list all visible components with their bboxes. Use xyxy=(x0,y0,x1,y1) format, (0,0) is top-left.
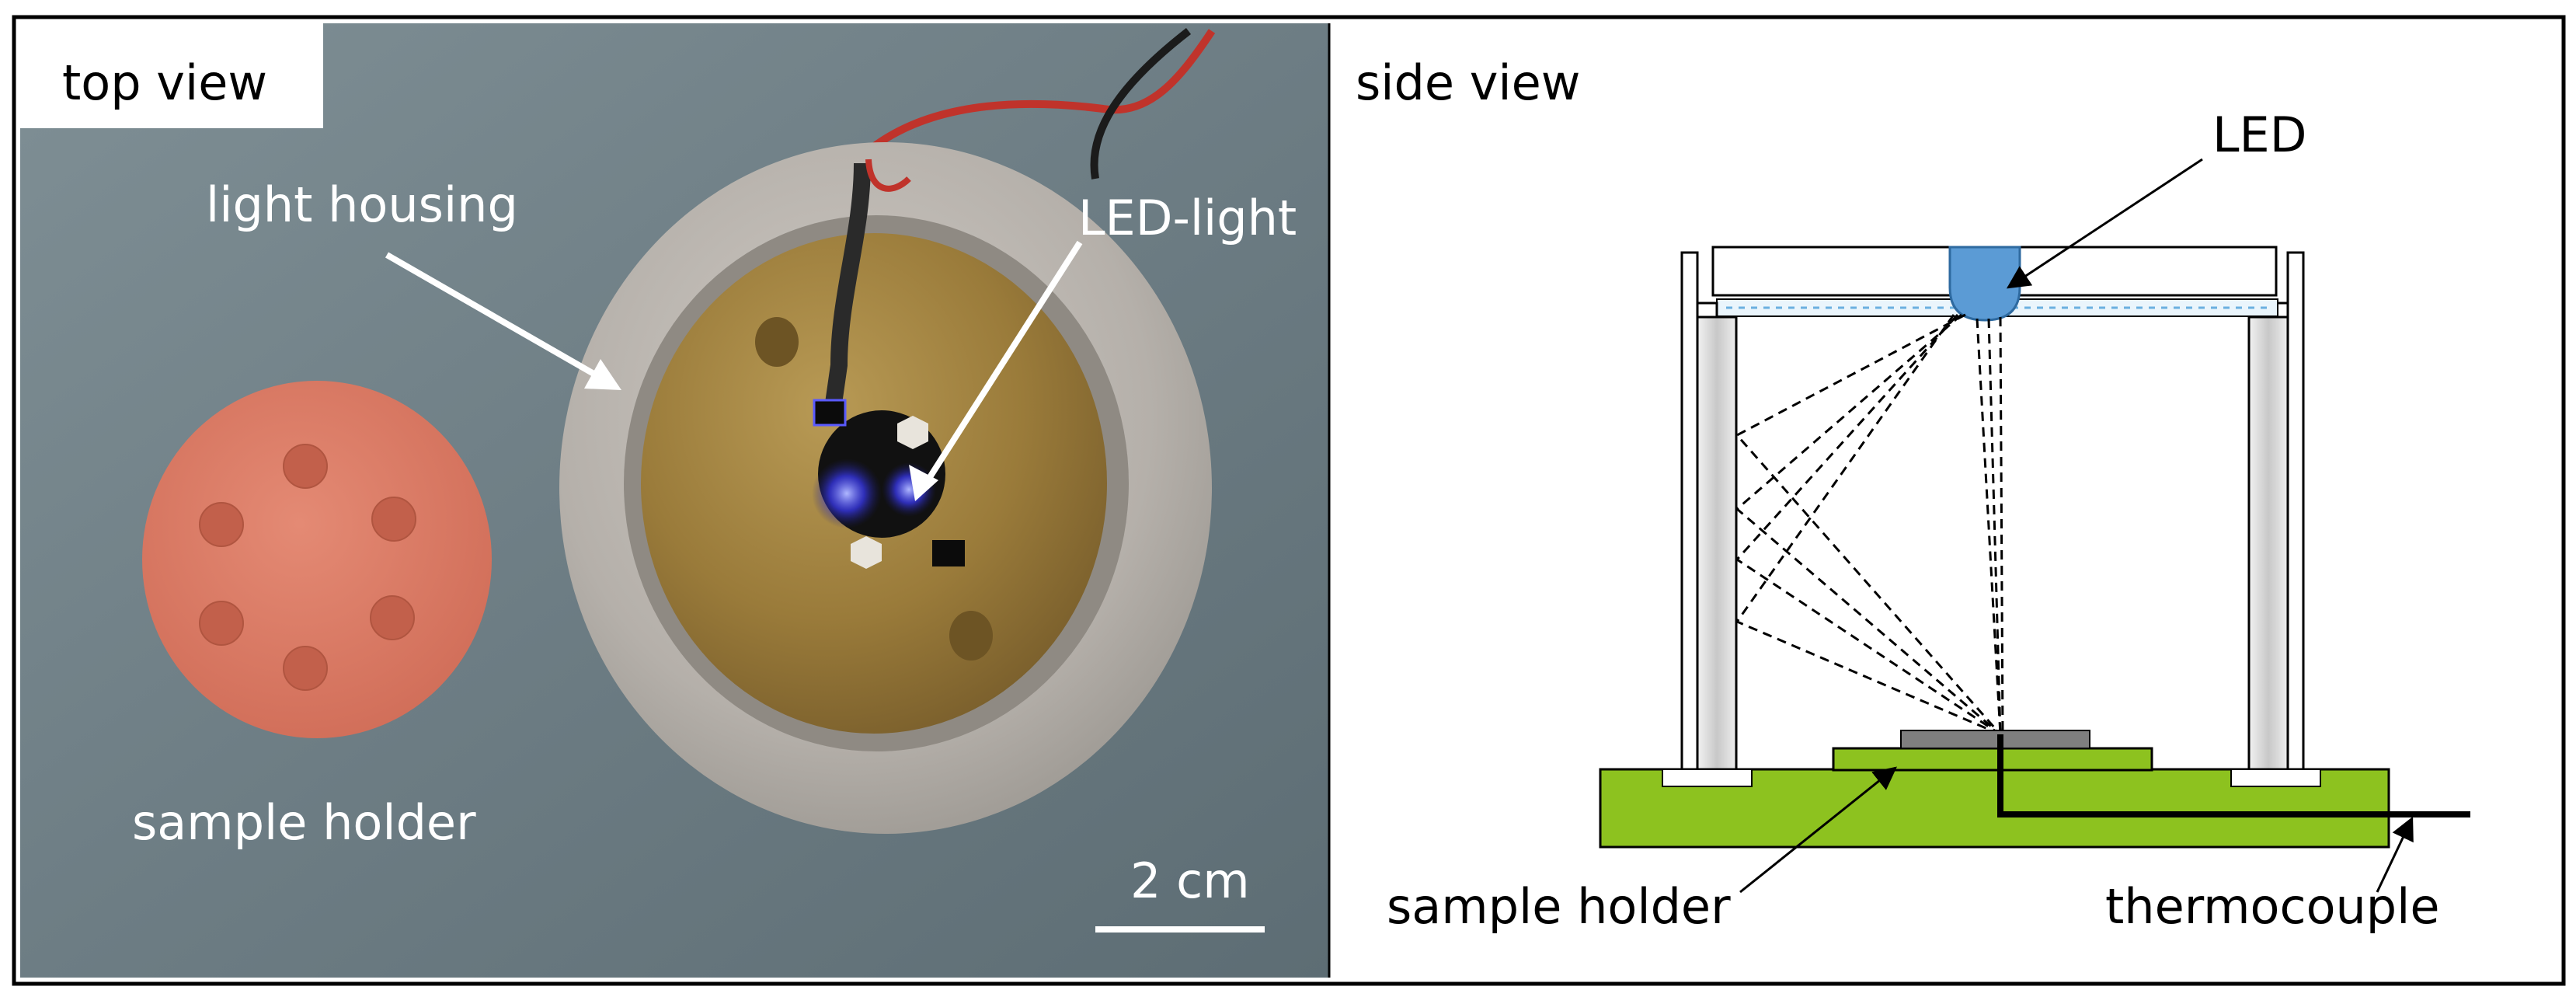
arrow-led-light xyxy=(921,240,1083,488)
label-sample-holder-top: sample holder xyxy=(132,794,476,851)
mount-hole-top xyxy=(755,317,799,367)
light-ray xyxy=(1976,318,2002,735)
sample-well xyxy=(370,595,415,640)
led-dome xyxy=(1948,246,2021,322)
sample-well xyxy=(283,444,328,489)
red-cable xyxy=(851,29,1216,166)
thermocouple-wire xyxy=(1997,734,2470,817)
light-ray xyxy=(1735,313,2001,736)
light-ray xyxy=(1735,314,2001,736)
label-scale-bar: 2 cm xyxy=(1130,852,1250,909)
led-standoff-top xyxy=(897,416,928,449)
base-slot-right xyxy=(2230,769,2321,787)
label-thermocouple: thermocouple xyxy=(2105,878,2440,935)
led-wire-red xyxy=(865,159,911,192)
housing-wall-left xyxy=(1680,251,1699,790)
sample-well xyxy=(199,502,244,547)
label-led-light: LED-light xyxy=(1078,190,1297,246)
arrow-light-housing-head xyxy=(584,359,621,390)
led-glow xyxy=(812,458,882,528)
mount-hole-bottom xyxy=(949,611,993,661)
side-view-title: side view xyxy=(1356,54,1581,111)
light-ray xyxy=(1999,316,2004,735)
black-cable xyxy=(1090,28,1192,180)
light-rays xyxy=(1735,313,2004,736)
light-ray xyxy=(1987,318,2002,735)
sample-wells xyxy=(199,444,416,691)
top-view-title-box xyxy=(20,23,323,128)
top-view-panel: top view light housing LED-light sample … xyxy=(20,23,1329,978)
side-view-panel: side view xyxy=(1356,54,2470,935)
light-ray xyxy=(1735,313,2002,735)
led-connector-right xyxy=(932,540,965,566)
arrow-sample-holder xyxy=(1739,766,1897,894)
light-ray xyxy=(1735,313,2001,736)
sample-well xyxy=(371,497,416,542)
pillar-right xyxy=(2247,315,2289,785)
sample-well xyxy=(199,601,244,646)
arrow-light-housing xyxy=(385,252,607,384)
label-sample-holder-side: sample holder xyxy=(1387,878,1731,935)
label-led: LED xyxy=(2212,106,2306,163)
arrow-led xyxy=(2006,158,2203,289)
base-slot-left xyxy=(1662,769,1753,787)
arrow-thermocouple xyxy=(2376,816,2414,893)
arrow-led-light-head xyxy=(909,465,938,501)
led-standoff-bottom xyxy=(851,536,882,569)
sample-holder-plate xyxy=(1832,747,2153,772)
label-light-housing: light housing xyxy=(206,176,518,233)
top-view-title: top view xyxy=(62,54,267,111)
led-wire xyxy=(823,162,871,421)
housing-wall-right xyxy=(2286,251,2305,790)
sample-holder-disc xyxy=(142,381,492,738)
sample-well xyxy=(283,646,328,691)
pillar-left xyxy=(1696,315,1738,785)
sample xyxy=(1900,730,2090,749)
led-connector-top xyxy=(813,399,847,427)
